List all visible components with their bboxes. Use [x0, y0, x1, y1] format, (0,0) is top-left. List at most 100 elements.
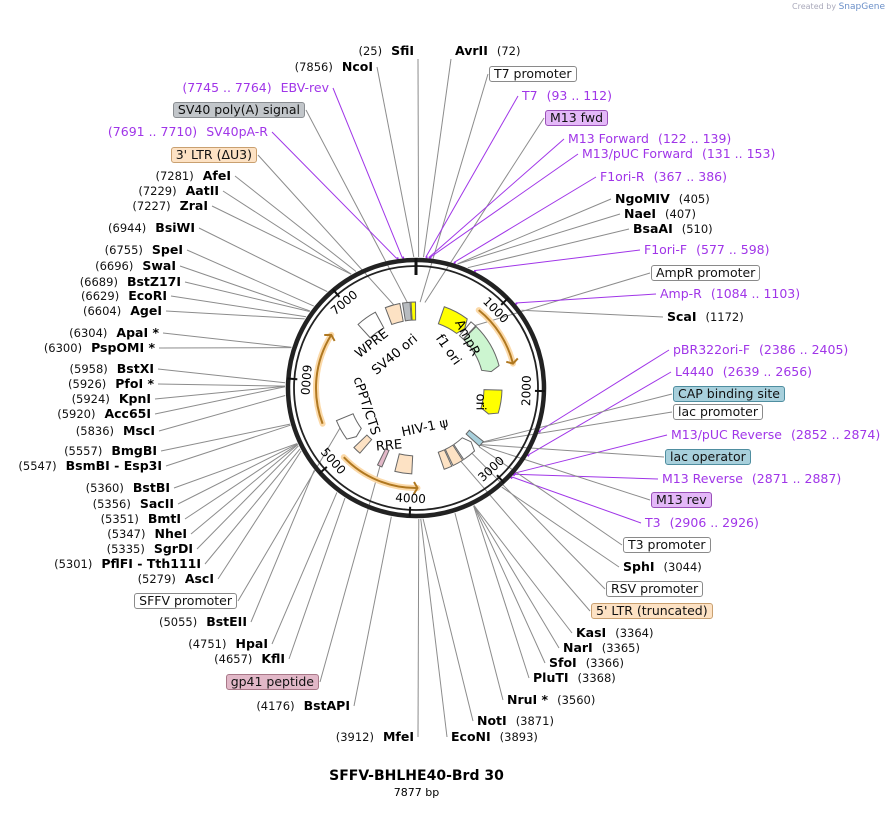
enzyme-label-agei[interactable]: (6604)AgeI — [83, 303, 162, 318]
name: BstZ17I — [126, 274, 181, 289]
enzyme-label-swai[interactable]: (6696)SwaI — [95, 258, 176, 273]
primer-label-l4440[interactable]: L4440(2639 .. 2656) — [675, 364, 812, 379]
feature-label-rsv-promoter[interactable]: RSV promoter — [606, 581, 704, 597]
primer-label-f1ori-r[interactable]: F1ori-R(367 .. 386) — [600, 169, 727, 184]
orf-arc — [343, 456, 418, 489]
location: (5836) — [75, 424, 115, 438]
enzyme-label-bsaai[interactable]: BsaAI(510) — [633, 221, 713, 236]
enzyme-label-aatii[interactable]: (7229)AatII — [138, 183, 219, 198]
enzyme-label-kfli[interactable]: (4657)KflI — [214, 651, 285, 666]
feature-label-t7-promoter[interactable]: T7 promoter — [489, 66, 577, 82]
enzyme-label-kasi[interactable]: KasI(3364) — [576, 625, 653, 640]
enzyme-label-sacii[interactable]: (5356)SacII — [93, 496, 174, 511]
feature-label-lac-promoter[interactable]: lac promoter — [673, 404, 763, 420]
primer-label-m13-puc-reverse[interactable]: M13/pUC Reverse(2852 .. 2874) — [671, 427, 880, 442]
enzyme-label-bstapi[interactable]: (4176)BstAPI — [256, 698, 350, 713]
primer-label-sv40pa-r[interactable]: (7691 .. 7710)SV40pA-R — [108, 124, 268, 139]
feature-arc — [410, 301, 417, 321]
enzyme-label-sfii[interactable]: (25)SfiI — [358, 43, 414, 58]
enzyme-label-zrai[interactable]: (7227)ZraI — [132, 198, 208, 213]
backbone-ring — [285, 257, 547, 519]
feature-label-gp41-peptide[interactable]: gp41 peptide — [225, 674, 319, 690]
feature-label-cap-binding-site[interactable]: CAP binding site — [673, 386, 785, 402]
enzyme-label-bmti[interactable]: (5351)BmtI — [101, 511, 181, 526]
primer-label-m13-puc-forward[interactable]: M13/pUC Forward(131 .. 153) — [582, 146, 775, 161]
enzyme-label-hpai[interactable]: (4751)HpaI — [188, 636, 268, 651]
feature-label-lac-operator[interactable]: lac operator — [665, 449, 751, 465]
primer-label-m13-reverse[interactable]: M13 Reverse(2871 .. 2887) — [662, 471, 841, 486]
location: (3912) — [335, 730, 374, 744]
enzyme-label-sfoi[interactable]: SfoI(3366) — [549, 655, 624, 670]
connector-line — [211, 205, 352, 275]
enzyme-label-asci[interactable]: (5279)AscI — [138, 571, 214, 586]
enzyme-label-scai[interactable]: ScaI(1172) — [667, 309, 744, 324]
enzyme-label-kpni[interactable]: (5924)KpnI — [72, 391, 151, 406]
enzyme-label-bstxi[interactable]: (5958)BstXI — [70, 361, 154, 376]
enzyme-label-ncoi[interactable]: (7856)NcoI — [295, 59, 373, 74]
primer-label-f1ori-f[interactable]: F1ori-F (577 .. 598) — [644, 242, 769, 257]
enzyme-label-bstz17i[interactable]: (6689)BstZ17I — [80, 274, 181, 289]
enzyme-label-sgrdi[interactable]: (5335)SgrDI — [107, 541, 193, 556]
primer-label-ebv-rev[interactable]: (7745 .. 7764)EBV-rev — [182, 80, 329, 95]
enzyme-label-nari[interactable]: NarI(3365) — [563, 640, 640, 655]
feature-label-m13-fwd[interactable]: M13 fwd — [545, 110, 609, 126]
enzyme-label-ecori[interactable]: (6629)EcoRI — [81, 288, 167, 303]
enzyme-label-msci[interactable]: (5836)MscI — [76, 423, 155, 438]
connector-line — [428, 138, 565, 258]
primer-label-t3[interactable]: T3(2906 .. 2926) — [645, 515, 759, 530]
primer-label-pbr322ori-f[interactable]: pBR322ori-F(2386 .. 2405) — [673, 342, 848, 357]
enzyme-label-apai[interactable]: (6304)ApaI * — [69, 325, 159, 340]
feature-label-3-ltr-u3[interactable]: 3' LTR (ΔU3) — [170, 147, 257, 163]
primer-label-t7[interactable]: T7(93 .. 112) — [522, 88, 612, 103]
credit: Created by SnapGene — [792, 2, 885, 12]
enzyme-label-sphi[interactable]: SphI(3044) — [623, 559, 702, 574]
enzyme-label-ngomiv[interactable]: NgoMIV(405) — [615, 191, 710, 206]
feature-label-5-ltr-truncated[interactable]: 5' LTR (truncated) — [591, 603, 713, 619]
connector-line — [471, 452, 606, 590]
connector-line — [319, 465, 381, 683]
primer-label-m13-forward[interactable]: M13 Forward(122 .. 139) — [568, 131, 731, 146]
feature-arc — [458, 321, 477, 340]
enzyme-label-naei[interactable]: NaeI(407) — [624, 206, 696, 221]
enzyme-label-spei[interactable]: (6755)SpeI — [105, 242, 183, 257]
enzyme-label-pfoi[interactable]: (5926)PfoI * — [68, 376, 154, 391]
enzyme-label-nhei[interactable]: (5347)NheI — [107, 526, 187, 541]
enzyme-label-bmgbi[interactable]: (5557)BmgBI — [64, 443, 157, 458]
feature-label-m13-rev[interactable]: M13 rev — [651, 492, 712, 508]
name: KpnI — [118, 391, 151, 406]
enzyme-label-nrui[interactable]: NruI *(3560) — [507, 692, 595, 707]
enzyme-label-bsteii[interactable]: (5055)BstEII — [159, 614, 247, 629]
enzyme-label-pflfi-tth111i[interactable]: (5301)PflFI - Tth111I — [54, 556, 201, 571]
connector-line — [196, 445, 299, 550]
snapgene-logo: SnapGene — [838, 2, 885, 12]
feature-label-t3-promoter[interactable]: T3 promoter — [623, 537, 711, 553]
enzyme-label-bsiwi[interactable]: (6944)BsiWI — [108, 220, 195, 235]
enzyme-label-pspomi[interactable]: (6300)PspOMI * — [44, 340, 155, 355]
location: (577 .. 598) — [696, 242, 770, 257]
name: SwaI — [142, 258, 176, 273]
feature-arc — [437, 306, 468, 334]
enzyme-label-econi[interactable]: EcoNI(3893) — [451, 729, 538, 744]
enzyme-label-pluti[interactable]: PluTI(3368) — [533, 670, 616, 685]
enzyme-label-afei[interactable]: (7281)AfeI — [156, 168, 232, 183]
enzyme-label-acc65i[interactable]: (5920)Acc65I — [57, 406, 151, 421]
enzyme-label-bstbi[interactable]: (5360)BstBI — [86, 480, 170, 495]
feature-label-sv40-poly-a-signal[interactable]: SV40 poly(A) signal — [172, 102, 305, 118]
enzyme-label-avrii[interactable]: AvrII(72) — [455, 43, 520, 58]
enzyme-label-bsmbi-esp3i[interactable]: (5547)BsmBI - Esp3I — [18, 458, 162, 473]
feature-label-ampr-promoter[interactable]: AmpR promoter — [651, 265, 761, 281]
label-connector-lines — [154, 58, 673, 738]
feature-label-sffv-promoter[interactable]: SFFV promoter — [134, 593, 237, 609]
feature-arc — [384, 302, 404, 326]
name: EBV-rev — [280, 80, 329, 95]
location: (122 .. 139) — [657, 131, 732, 146]
primer-site-mark — [514, 302, 518, 306]
name: F1ori-F — [644, 242, 688, 257]
enzyme-label-mfei[interactable]: (3912)MfeI — [336, 729, 414, 744]
primer-site-mark — [526, 454, 530, 457]
primer-label-amp-r[interactable]: Amp-R(1084 .. 1103) — [660, 286, 800, 301]
connector-line — [353, 516, 392, 707]
connector-line — [511, 476, 642, 524]
enzyme-label-noti[interactable]: NotI(3871) — [477, 713, 554, 728]
connector-line — [198, 227, 328, 293]
